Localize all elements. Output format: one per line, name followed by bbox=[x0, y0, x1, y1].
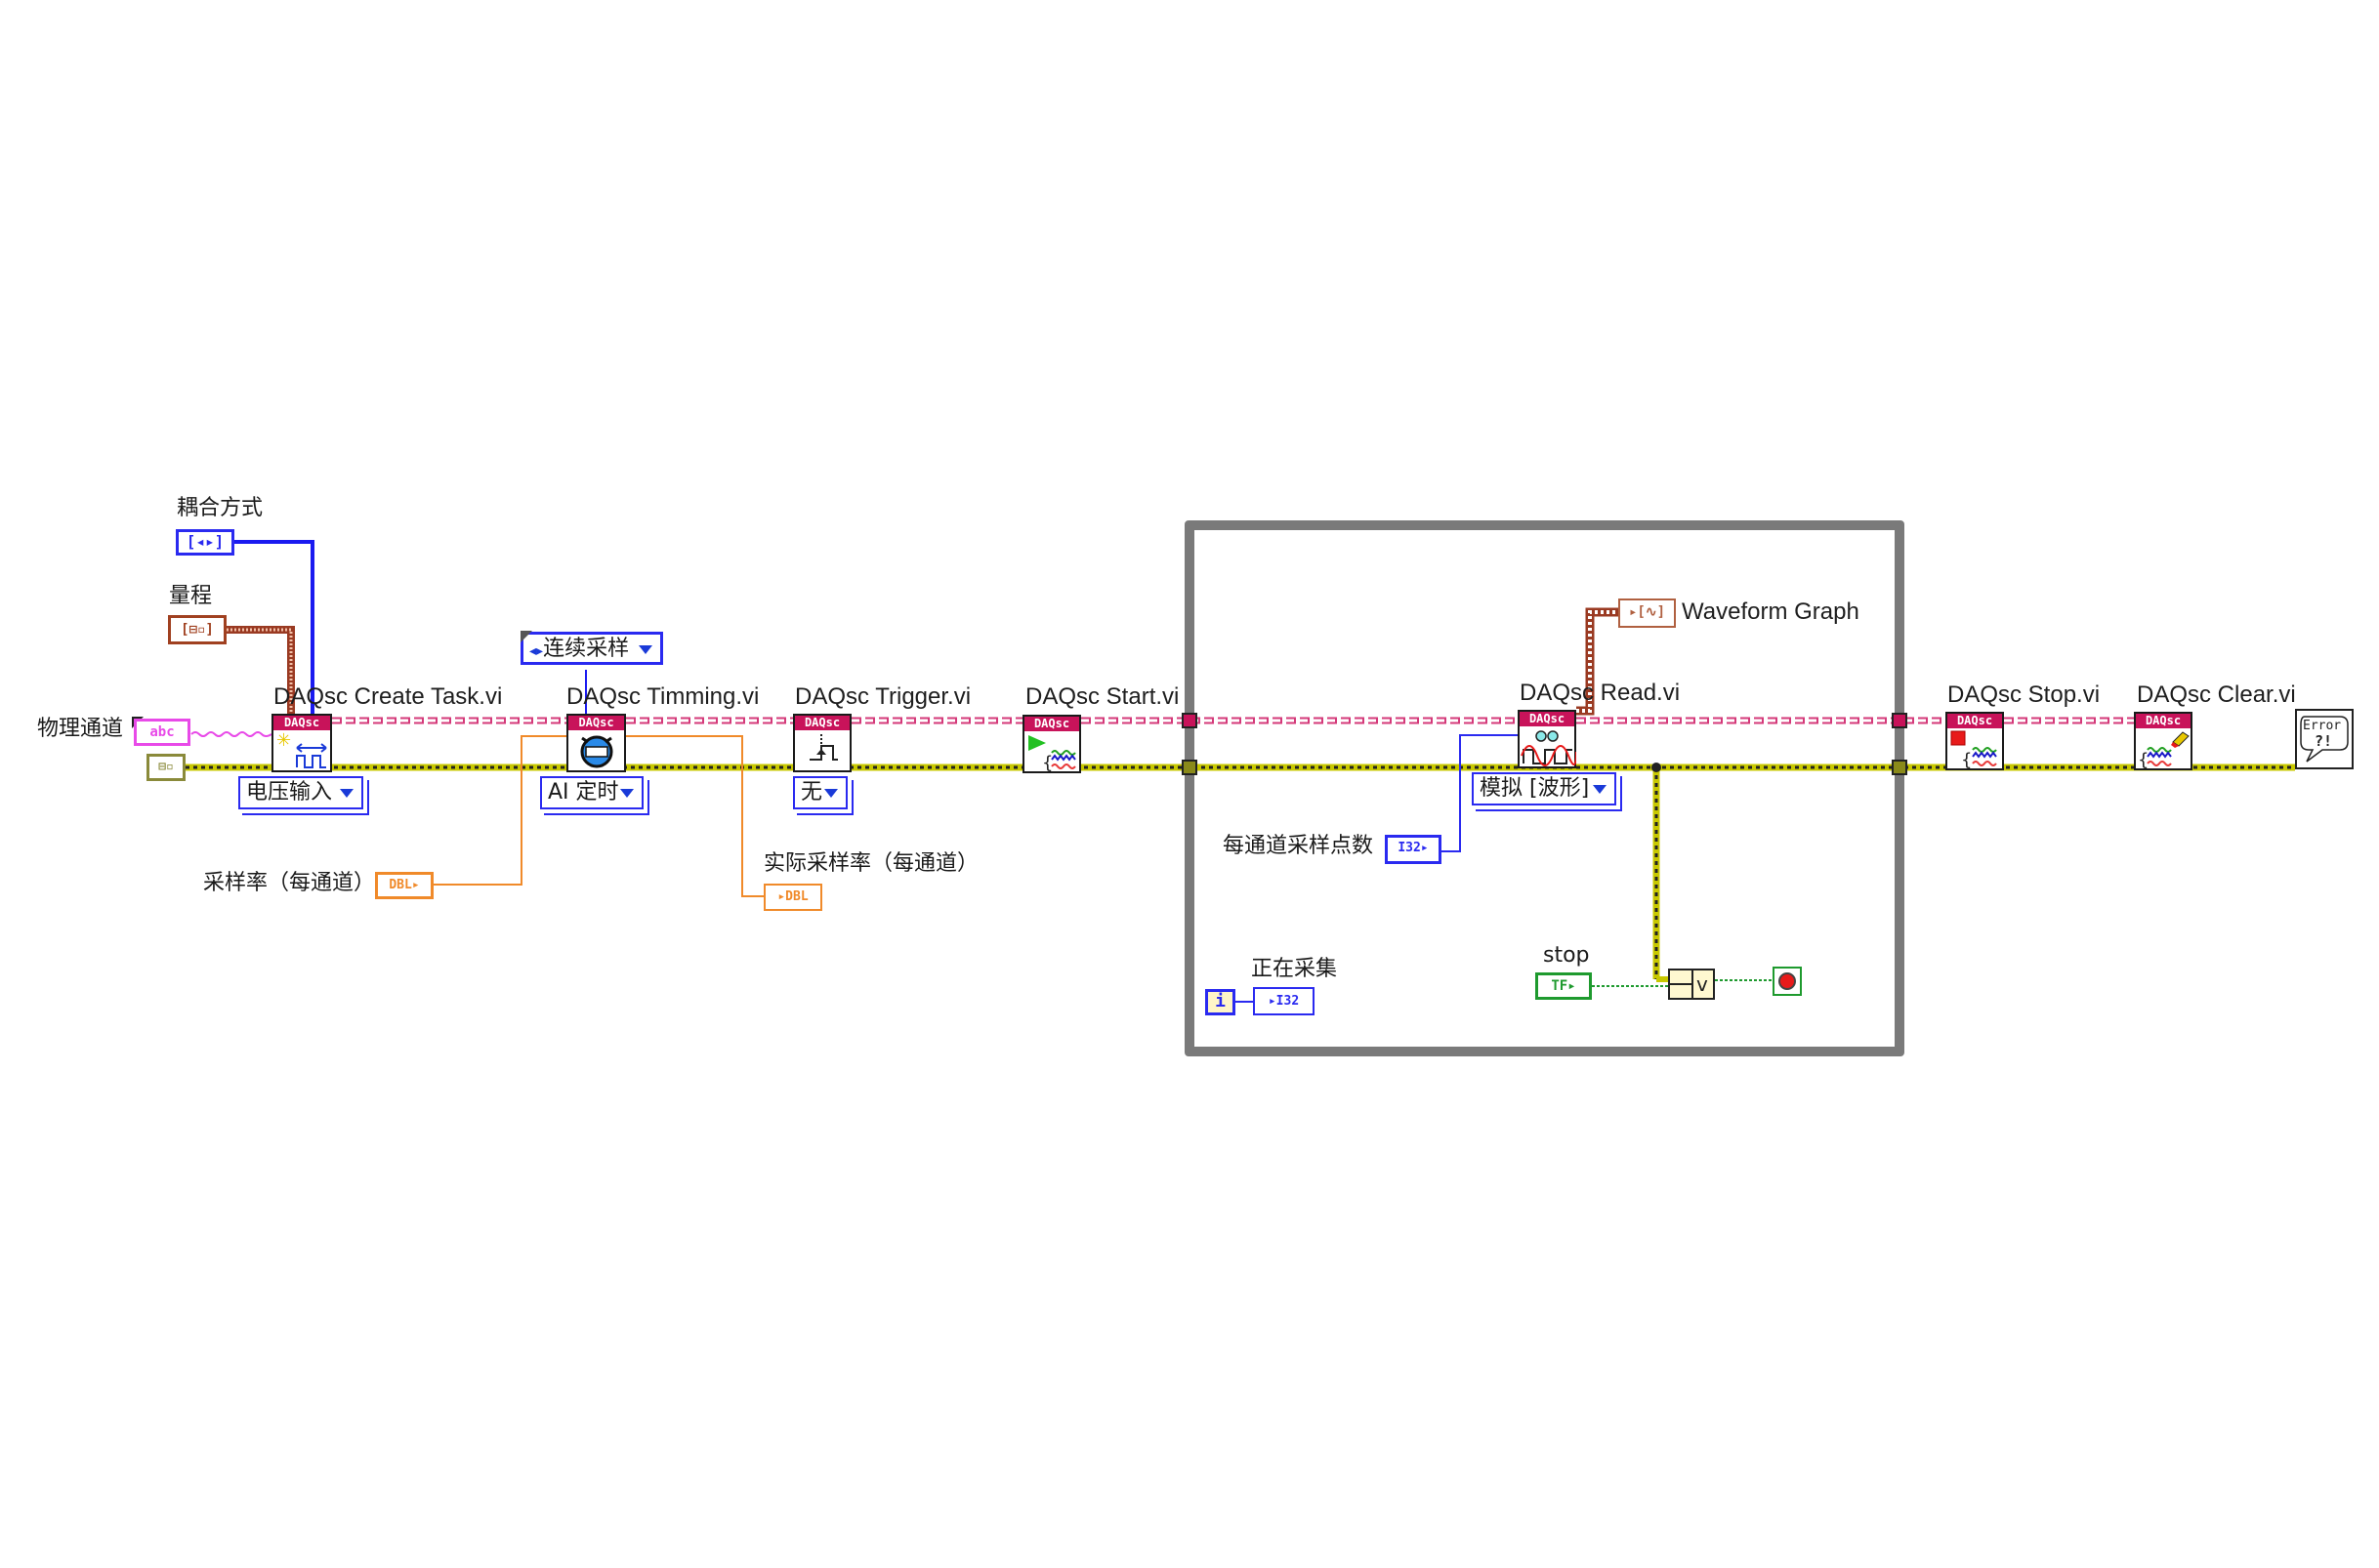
samples-per-channel-control[interactable]: I32▸ bbox=[1385, 835, 1441, 864]
read-node[interactable]: DAQsc bbox=[1518, 710, 1576, 768]
waveform-graph-label: Waveform Graph bbox=[1682, 598, 1859, 625]
range-label: 量程 bbox=[169, 584, 213, 608]
trigger-edge-icon bbox=[810, 734, 838, 761]
actual-rate-wire bbox=[626, 735, 764, 897]
acquiring-label: 正在采集 bbox=[1251, 957, 1338, 981]
chevron-down-icon bbox=[620, 789, 634, 798]
chevron-down-icon bbox=[824, 789, 838, 798]
create-task-icon: ✳ bbox=[276, 730, 327, 768]
waveform-icon: ▸[∿] bbox=[1628, 604, 1666, 620]
chevron-down-icon bbox=[639, 645, 652, 654]
stop-control[interactable]: TF▸ bbox=[1535, 972, 1592, 1000]
start-title: DAQsc Start.vi bbox=[1025, 683, 1180, 710]
actual-rate-indicator: ▸DBL bbox=[764, 884, 822, 911]
svg-text:✳: ✳ bbox=[276, 730, 291, 751]
read-title: DAQsc Read.vi bbox=[1520, 680, 1681, 706]
trigger-node[interactable]: DAQsc bbox=[793, 714, 852, 772]
iteration-terminal: i bbox=[1205, 989, 1235, 1015]
stop-title: DAQsc Stop.vi bbox=[1947, 681, 2101, 708]
waveform-graph-indicator: ▸[∿] bbox=[1618, 598, 1676, 628]
svg-text:{: { bbox=[1961, 750, 1972, 769]
play-waveforms-icon: { bbox=[1028, 735, 1076, 772]
error-in-control[interactable]: ⊟▫ bbox=[146, 754, 186, 781]
string-wire bbox=[190, 731, 272, 737]
physical-channel-label: 物理通道 bbox=[37, 717, 124, 741]
clock-icon bbox=[580, 735, 613, 768]
coupling-label: 耦合方式 bbox=[177, 496, 264, 520]
stop-waveforms-icon: { bbox=[1950, 730, 1997, 769]
chevron-down-icon bbox=[1593, 785, 1607, 794]
sample-rate-label: 采样率（每通道） bbox=[203, 871, 376, 895]
read-glasses-icon bbox=[1521, 730, 1576, 766]
or-function[interactable]: v bbox=[1668, 969, 1715, 1000]
svg-text:{: { bbox=[2138, 750, 2149, 769]
physical-channel-control[interactable]: abc bbox=[134, 719, 190, 746]
timing-title: DAQsc Timming.vi bbox=[566, 683, 760, 710]
while-loop[interactable] bbox=[1185, 520, 1904, 1056]
stop-node[interactable]: DAQsc { bbox=[1945, 712, 2004, 770]
coupling-control[interactable]: [◂▸] bbox=[176, 529, 234, 556]
task-tunnel-in bbox=[1182, 713, 1197, 728]
create-task-node[interactable]: DAQsc ✳ bbox=[271, 714, 332, 772]
sample-rate-control[interactable]: DBL▸ bbox=[375, 872, 434, 899]
error-speech-bubble-icon bbox=[2300, 716, 2349, 763]
task-tunnel-out bbox=[1892, 713, 1907, 728]
coupling-wire bbox=[234, 540, 314, 714]
cluster-array-icon: [⊟▫] bbox=[181, 622, 214, 638]
start-node[interactable]: DAQsc { bbox=[1023, 715, 1081, 773]
actual-rate-label: 实际采样率（每通道） bbox=[764, 851, 980, 876]
samples-per-channel-label: 每通道采样点数 bbox=[1223, 834, 1374, 858]
range-control[interactable]: [⊟▫] bbox=[168, 615, 227, 644]
svg-text:{: { bbox=[1042, 753, 1053, 772]
trigger-selector[interactable]: 无 bbox=[793, 776, 848, 809]
read-selector[interactable]: 模拟 [波形] bbox=[1472, 772, 1616, 805]
error-cluster-icon: ⊟▫ bbox=[158, 760, 174, 774]
create-task-selector[interactable]: 电压输入 bbox=[238, 776, 363, 809]
sample-mode-control[interactable]: ◂▸连续采样 bbox=[521, 632, 663, 665]
enum-icon: ◂▸ bbox=[529, 643, 544, 659]
sample-rate-wire bbox=[434, 735, 566, 886]
create-task-title: DAQsc Create Task.vi bbox=[273, 683, 503, 710]
clear-node[interactable]: DAQsc { bbox=[2134, 712, 2192, 770]
trigger-title: DAQsc Trigger.vi bbox=[795, 683, 972, 710]
loop-condition-stop-icon[interactable] bbox=[1773, 967, 1802, 996]
error-tunnel-out bbox=[1892, 760, 1907, 775]
acquiring-indicator: ▸I32 bbox=[1253, 987, 1315, 1015]
clear-title: DAQsc Clear.vi bbox=[2137, 681, 2296, 708]
samples-wire bbox=[1441, 734, 1518, 852]
chevron-down-icon bbox=[340, 789, 354, 798]
dropdown-corner-icon bbox=[521, 631, 532, 642]
simple-error-handler[interactable]: Error ?! bbox=[2295, 709, 2354, 769]
eraser-waveforms-icon: { bbox=[2138, 731, 2190, 769]
stop-label: stop bbox=[1543, 943, 1590, 968]
timing-selector[interactable]: AI 定时 bbox=[540, 776, 644, 809]
error-tunnel-in bbox=[1182, 760, 1197, 775]
enum-array-icon: [◂▸] bbox=[186, 532, 225, 551]
timing-node[interactable]: DAQsc bbox=[566, 714, 626, 772]
